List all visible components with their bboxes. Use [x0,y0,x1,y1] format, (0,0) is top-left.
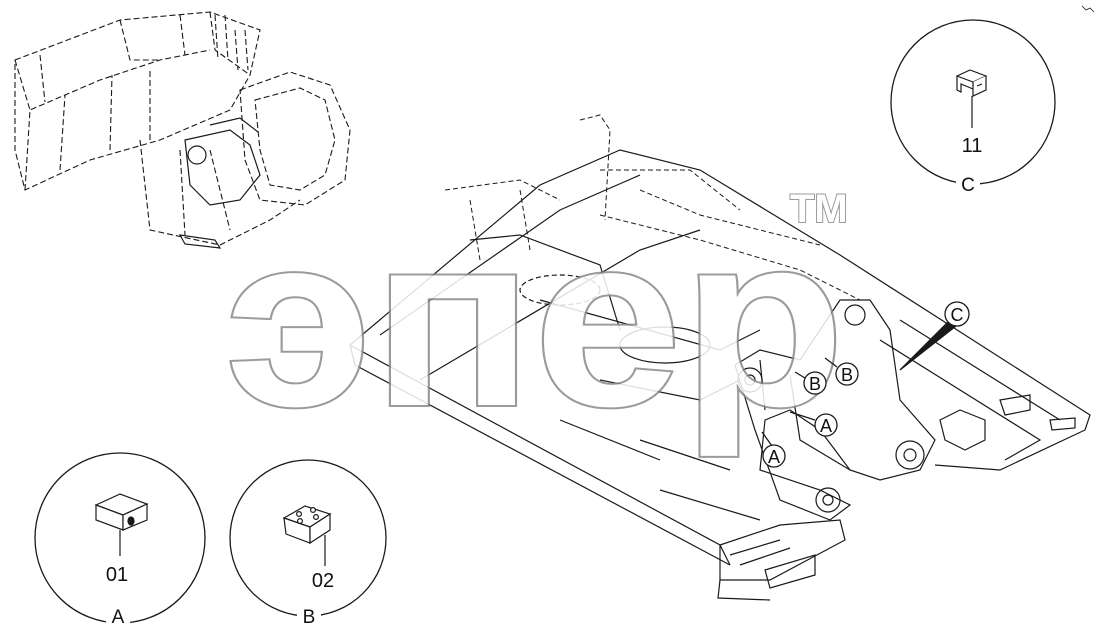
upper-structure-solid-details [178,117,261,249]
clip-bracket-icon [955,69,988,97]
callout-part-number: 01 [106,564,128,586]
watermark: эпер TM [223,181,849,459]
watermark-text: эпер [225,183,845,457]
callout-letter: A [112,607,125,628]
callout-b[interactable]: 02 B [229,459,387,628]
tag-letter: A [820,416,832,436]
corner-mark-icon [1081,5,1095,13]
main-frame-drawing [349,149,1091,601]
pad-plate-icon [282,505,332,545]
main-frame-dashed-details [444,114,861,301]
callout-part-number: 02 [312,570,334,592]
callout-letter: C [961,175,975,196]
callout-a[interactable]: 01 A [34,452,206,628]
tag-c[interactable]: C [899,301,970,371]
tag-b-right[interactable]: B [824,357,859,386]
spacer-block-icon [94,493,149,531]
tag-a-upper[interactable]: A [789,411,838,437]
callout-c[interactable]: 11 C [890,19,1056,196]
tag-letter: B [841,365,853,385]
tag-b-left[interactable]: B [794,371,827,395]
tag-letter: B [809,374,821,394]
reference-tags: A A B B C [761,301,970,468]
tag-letter: C [951,305,964,325]
watermark-tm: TM [790,187,848,231]
upper-structure-drawing [14,11,351,246]
callout-letter: B [303,607,316,628]
callout-part-number: 11 [962,135,983,157]
tag-letter: A [768,447,780,467]
tag-a-lower[interactable]: A [761,431,786,468]
